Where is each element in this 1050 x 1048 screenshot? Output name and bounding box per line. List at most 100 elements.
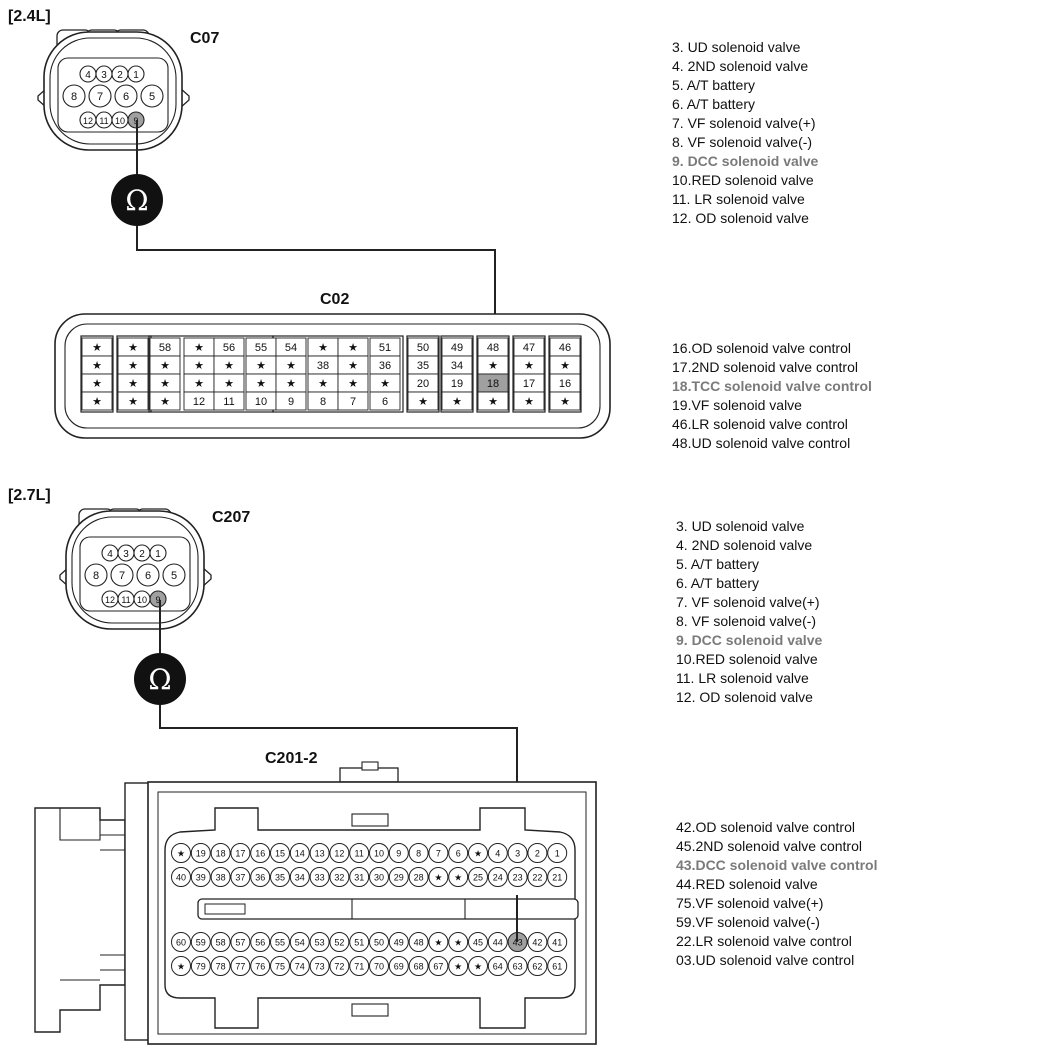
pin-label: 10 [115, 116, 125, 126]
connector-pin [468, 932, 488, 952]
legend-item: 3. UD solenoid valve [672, 39, 801, 55]
pin-label: 4 [85, 70, 91, 81]
pin-label: 34 [295, 873, 305, 883]
legend-item: 22.LR solenoid valve control [676, 933, 852, 949]
connector-pin [250, 956, 271, 976]
pin-label: 1 [133, 70, 139, 81]
pin-label: 49 [394, 938, 404, 948]
pin-label: 2 [139, 549, 145, 560]
connector-pin [468, 843, 488, 863]
pin-label: 10 [374, 849, 384, 859]
connector-pin [171, 843, 191, 863]
pin-label: 8 [416, 849, 421, 859]
connector-pin [487, 932, 508, 952]
legend-item: 5. A/T battery [676, 556, 759, 572]
pin-label: ★ [488, 396, 498, 408]
pin-label: 6 [123, 91, 129, 103]
connector-pin [369, 843, 389, 863]
connector-cell [513, 391, 545, 411]
connector-pin [527, 867, 548, 887]
pin-label: 58 [159, 342, 171, 354]
connector-pin [210, 867, 231, 887]
connector-pin [428, 843, 449, 863]
pin-label: ★ [348, 360, 358, 372]
pin-label: 28 [414, 873, 424, 883]
pin-label: 12 [193, 396, 205, 408]
connector-pin [270, 867, 290, 887]
pin-label: 6 [456, 849, 461, 859]
connector-pin [448, 867, 469, 887]
connector-pin [388, 867, 409, 887]
pin-label: 12 [334, 849, 344, 859]
legend-item: 45.2ND solenoid valve control [676, 838, 862, 854]
connector-pin [388, 843, 409, 863]
connector-pin [428, 956, 449, 976]
connector-cell [441, 391, 473, 411]
legend-item: 7. VF solenoid valve(+) [676, 594, 820, 610]
pin-label: 10 [255, 396, 267, 408]
pin-label: 69 [394, 962, 404, 972]
connector-pin [507, 956, 528, 976]
pin-label: 7 [350, 396, 356, 408]
pin-label: 39 [196, 873, 206, 883]
connector-pin [329, 932, 350, 952]
connector-pin [289, 867, 310, 887]
pin-label: 60 [176, 938, 186, 948]
connector-pin [369, 956, 389, 976]
connector-pin [309, 932, 330, 952]
connector-pin [210, 956, 231, 976]
pin-label: ★ [194, 360, 204, 372]
legend-item: 42.OD solenoid valve control [676, 819, 855, 835]
pin-label: 11 [223, 396, 234, 408]
section-title-27: [2.7L] [8, 487, 51, 504]
ohmmeter-icon: Ω [111, 174, 163, 226]
pin-label: ★ [128, 342, 138, 354]
pin-label: ★ [474, 849, 482, 859]
connector-pin [388, 932, 409, 952]
pin-label: 13 [315, 849, 325, 859]
pin-label: ★ [454, 938, 462, 948]
connector-pin [349, 867, 370, 887]
pin-label: 20 [417, 378, 429, 390]
connector-pin [190, 932, 211, 952]
pin-label: 35 [417, 360, 429, 372]
legend-item: 5. A/T battery [672, 77, 755, 93]
legend-item: 9. DCC solenoid valve [672, 153, 818, 169]
pin-label: ★ [560, 396, 570, 408]
pin-label: 71 [354, 962, 364, 972]
pin-label: 1 [155, 549, 161, 560]
pin-label: 8 [71, 91, 77, 103]
connector-pin [408, 867, 429, 887]
legend-item: 4. 2ND solenoid valve [672, 58, 808, 74]
pin-label: ★ [380, 378, 390, 390]
pin-label: 68 [414, 962, 424, 972]
connector-pin [527, 843, 548, 863]
legend-item: 03.UD solenoid valve control [676, 952, 854, 968]
pin-label: 32 [334, 873, 344, 883]
legend-item: 9. DCC solenoid valve [676, 632, 822, 648]
connector-pin [190, 843, 211, 863]
pin-label: 58 [216, 938, 226, 948]
pin-label: ★ [256, 360, 266, 372]
connector-pin [329, 867, 350, 887]
pin-label: 9 [288, 396, 294, 408]
pin-label: 34 [451, 360, 463, 372]
pin-label: 45 [473, 938, 483, 948]
pin-label: 2 [535, 849, 540, 859]
connector-pin [369, 932, 389, 952]
pin-legend-c07: 3. UD solenoid valve 4. 2ND solenoid valv… [672, 39, 818, 226]
pin-label: 14 [295, 849, 305, 859]
pin-label: ★ [348, 342, 358, 354]
connector-pin [468, 867, 488, 887]
pin-label: ★ [177, 849, 185, 859]
connector-pin [329, 956, 350, 976]
pin-label: 24 [493, 873, 503, 883]
pin-label: 3 [101, 70, 107, 81]
ohmmeter-icon: Ω [134, 653, 186, 705]
pin-label: ★ [524, 396, 534, 408]
pin-label: 33 [315, 873, 325, 883]
pin-label: 12 [83, 116, 93, 126]
connector-pin [230, 867, 251, 887]
